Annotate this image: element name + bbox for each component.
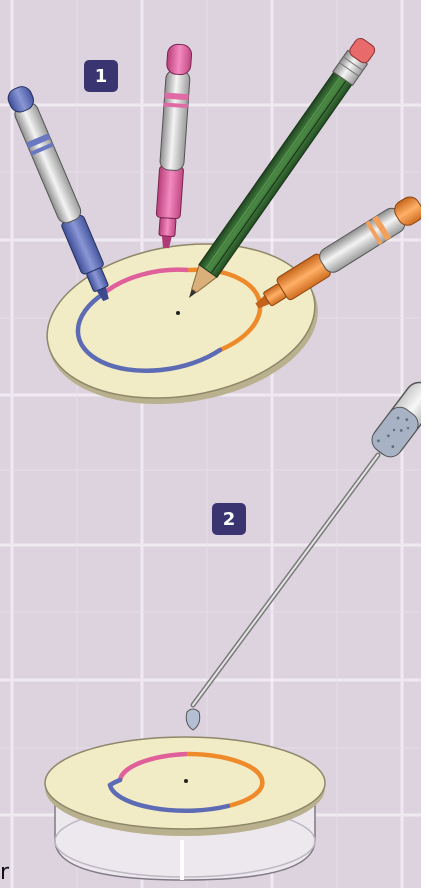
step-2-badge: 2 (212, 503, 246, 535)
paper-disc-2 (45, 737, 325, 836)
center-dot-2 (184, 779, 188, 783)
edge-text: r (0, 862, 9, 884)
page-edge (421, 0, 428, 888)
center-dot-1 (176, 311, 180, 315)
step-1-badge: 1 (84, 60, 118, 92)
